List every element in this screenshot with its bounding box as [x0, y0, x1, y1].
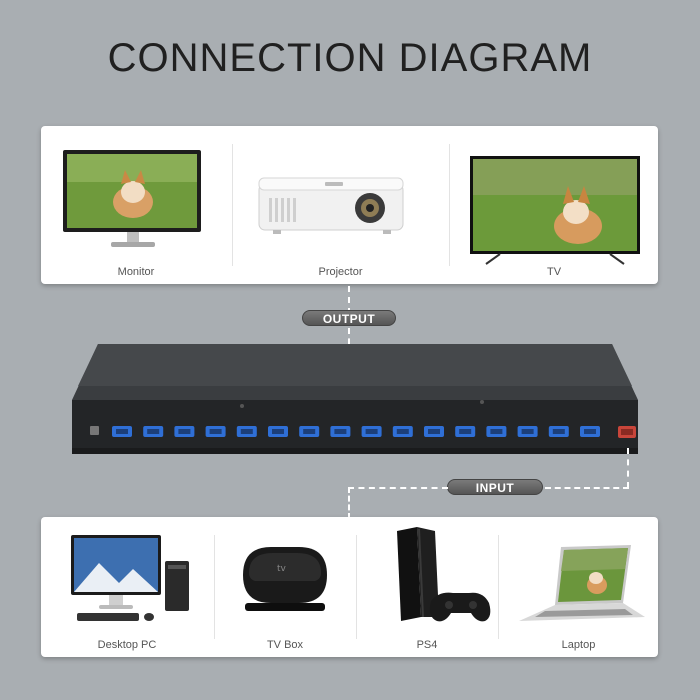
input-device-ps4: PS4 [357, 517, 497, 657]
output-device-monitor: Monitor [41, 126, 231, 284]
input-device-label: Desktop PC [97, 639, 157, 651]
input-label-badge: INPUT [447, 479, 543, 495]
panel-divider [356, 535, 357, 639]
hdmi-port-slot [334, 429, 347, 434]
hdmi-port-slot [209, 429, 222, 434]
output-device-projector: Projector [233, 126, 448, 284]
output-device-label: Projector [318, 266, 363, 278]
input-device-laptop: Laptop [499, 517, 658, 657]
monitor-icon [63, 150, 201, 247]
output-connector-line [348, 286, 350, 314]
output-device-tv: TV [450, 126, 658, 284]
hdmi-port-slot [521, 429, 534, 434]
hdmi-port-slot [303, 429, 316, 434]
laptop-icon [519, 545, 645, 621]
hdmi-port-slot [147, 429, 160, 434]
hdmi-port-slot [178, 429, 191, 434]
hdmi-splitter-device [72, 344, 638, 454]
input-connector-line [627, 448, 629, 488]
hdmi-port-slot [240, 429, 253, 434]
tv-box-icon: tv [243, 547, 327, 611]
hdmi-port-slot [490, 429, 503, 434]
output-label-badge: OUTPUT [302, 310, 396, 326]
input-device-label: TV Box [266, 639, 304, 651]
hdmi-port-slot [116, 429, 128, 434]
hdmi-port-slot [584, 429, 596, 434]
hdmi-port-slot [365, 429, 378, 434]
panel-divider [498, 535, 499, 639]
input-device-tv-box: tv TV Box [215, 517, 355, 657]
svg-text:tv: tv [277, 564, 287, 574]
input-device-label: PS4 [416, 639, 438, 651]
output-devices-panel: Monitor Projector [41, 126, 658, 284]
hdmi-port-slot [459, 429, 472, 434]
output-device-label: TV [546, 266, 562, 278]
hdmi-port-slot [552, 429, 565, 434]
hdmi-port-slot [428, 429, 440, 434]
panel-divider [232, 144, 233, 266]
desktop-pc-icon [71, 535, 189, 621]
panel-divider [214, 535, 215, 639]
input-connector-line [348, 487, 350, 519]
input-connector-line [348, 487, 448, 489]
diagram-title: CONNECTION DIAGRAM [107, 36, 593, 80]
input-devices-panel: Desktop PC tv TV Box PS4 [41, 517, 658, 657]
input-device-label: Laptop [561, 639, 596, 651]
panel-divider [449, 144, 450, 266]
hdmi-port-slot [396, 429, 409, 434]
output-device-label: Monitor [117, 266, 155, 278]
projector-icon [258, 177, 404, 234]
input-device-desktop-pc: Desktop PC [41, 517, 213, 657]
hdmi-port-slot [272, 429, 284, 434]
input-connector-line [545, 487, 629, 489]
ps4-icon [397, 527, 491, 622]
tv-icon [470, 156, 640, 265]
